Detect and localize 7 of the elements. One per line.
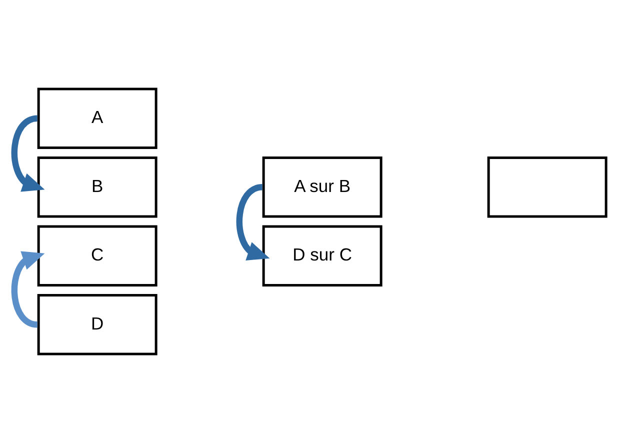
node-box: A [37, 88, 158, 149]
node-box: A sur B [262, 156, 382, 218]
node-box: D [37, 294, 158, 356]
node-box: D sur C [262, 225, 382, 286]
node-box: B [37, 156, 158, 218]
node-box: C [37, 225, 158, 286]
node-box [487, 156, 608, 218]
